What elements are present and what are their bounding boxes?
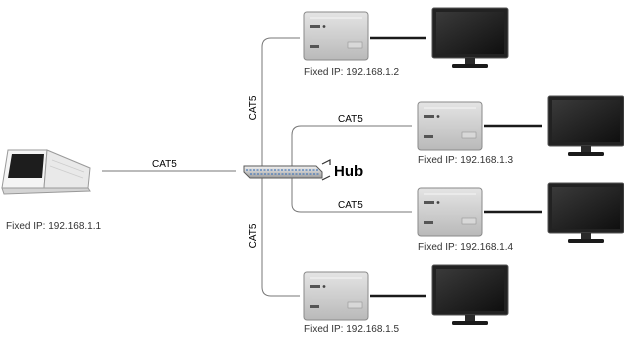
network-hub-icon: [243, 159, 331, 181]
receiver-box-icon: [417, 101, 483, 151]
receiver-box-icon: [303, 271, 369, 321]
cable-label: CAT5: [152, 159, 177, 170]
cable-label: CAT5: [248, 95, 259, 120]
hub-device4-cable: [261, 178, 300, 297]
hub-device2-cable: [291, 125, 412, 166]
monitor-icon: [547, 95, 624, 157]
monitor-icon: [431, 7, 509, 69]
monitor-icon: [431, 264, 509, 326]
receiver-box-icon: [417, 187, 483, 237]
device2-ip-label: Fixed IP: 192.168.1.3: [418, 155, 514, 166]
laptop-ip-label: Fixed IP: 192.168.1.1: [6, 221, 102, 232]
cable-label: CAT5: [338, 114, 363, 125]
receiver-box-icon: [303, 11, 369, 61]
laptop-icon: [1, 149, 91, 195]
monitor-icon: [547, 182, 624, 244]
cable-label: CAT5: [248, 223, 259, 248]
device1-ip-label: Fixed IP: 192.168.1.2: [304, 67, 400, 78]
device4-ip-label: Fixed IP: 192.168.1.5: [304, 324, 400, 335]
device3-ip-label: Fixed IP: 192.168.1.4: [418, 242, 514, 253]
cable-label: CAT5: [338, 200, 363, 211]
hub-device1-cable: [261, 37, 300, 166]
hub-device3-cable: [291, 178, 412, 213]
hub-label: Hub: [334, 163, 363, 180]
